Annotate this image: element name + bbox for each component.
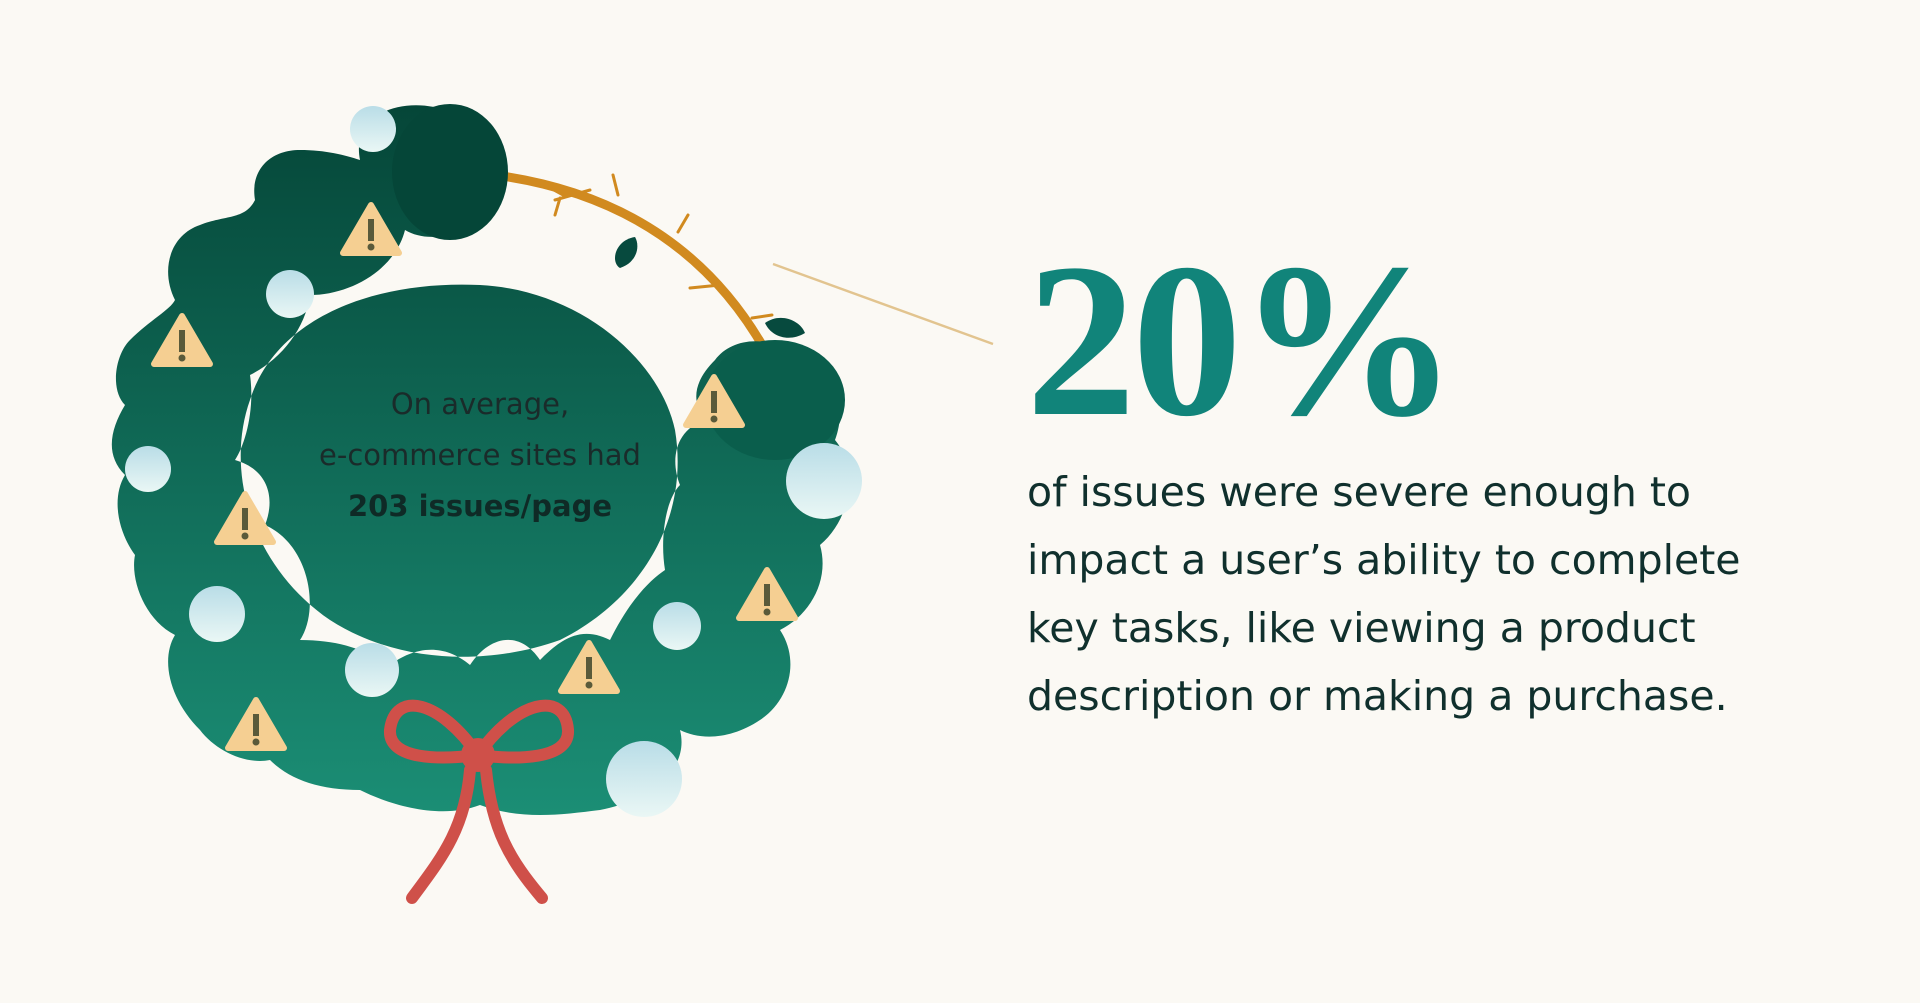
stat-description-line: key tasks, like viewing a product — [1027, 604, 1696, 652]
warning-triangle-icon — [225, 697, 287, 751]
stat-description-line: description or making a purchase. — [1027, 672, 1728, 720]
ribbon-bow-icon — [384, 699, 574, 904]
warning-triangle-icon — [151, 313, 213, 367]
ornament-ball-icon — [125, 446, 171, 492]
ornament-ball-icon — [189, 586, 245, 642]
ornament-ball-icon — [653, 602, 701, 650]
warning-triangle-icon — [214, 491, 276, 545]
callout-connector-line — [772, 262, 994, 346]
warning-triangle-icon — [683, 374, 745, 428]
ornament-ball-icon — [350, 106, 396, 152]
wreath-caption-highlight: 203 issues/page — [347, 489, 613, 523]
leaf-icon — [615, 237, 638, 268]
ornament-ball-icon — [266, 270, 314, 318]
warning-triangle-icon — [340, 202, 402, 256]
stat-description-line: of issues were severe enough to — [1027, 468, 1692, 516]
wreath-caption-line-1: On average, — [390, 387, 570, 421]
leaf-icon — [765, 317, 805, 338]
stat-description-line: impact a user’s ability to complete — [1027, 536, 1741, 584]
warning-icons — [151, 202, 798, 751]
stat-description: of issues were severe enough to impact a… — [1027, 458, 1887, 730]
branch — [490, 170, 774, 355]
ornaments — [125, 106, 862, 817]
stat-percent: 20% — [1026, 218, 1458, 462]
wreath-caption-line-2: e-commerce sites had — [319, 438, 641, 472]
ornament-ball-icon — [606, 741, 682, 817]
bow-knot — [461, 738, 495, 772]
ornament-ball-icon — [345, 643, 399, 697]
warning-triangle-icon — [558, 640, 620, 694]
warning-triangle-icon — [736, 567, 798, 621]
ornament-ball-icon — [786, 443, 862, 519]
